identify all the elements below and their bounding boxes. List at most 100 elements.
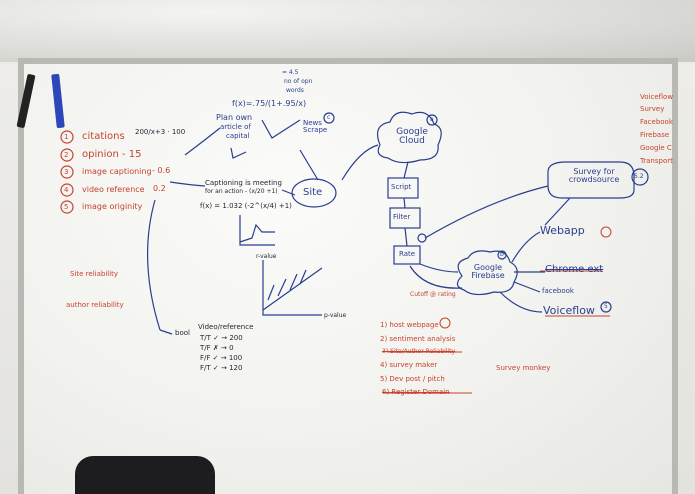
factor-circle-5 [60, 200, 74, 214]
factor-circle-4 [60, 183, 74, 197]
todo-2: 2) sentiment analysis [380, 335, 456, 343]
factor-label-3: image captioning [82, 167, 152, 176]
factor-num-5: 5 [64, 203, 69, 211]
right-list-1: Voiceflow [640, 93, 674, 101]
graph1-axes [239, 215, 275, 246]
factor-label-4: video reference [82, 185, 145, 194]
factor-formula-1: 200/x+3 · 100 [135, 128, 186, 136]
factor-num-4: 4 [64, 186, 69, 194]
whiteboard [24, 64, 672, 494]
right-list-6: Transport [640, 157, 673, 165]
check-mark [261, 119, 301, 139]
cloud-to-script [403, 161, 409, 179]
top-formula: f(x)=.75/(1+.95/x) [232, 99, 307, 108]
survey-to-webapp [544, 197, 571, 226]
site-label: Site [303, 187, 323, 198]
factor-circle-3 [60, 165, 74, 179]
filter-to-rate [404, 227, 408, 247]
webapp-label: Webapp [540, 224, 585, 237]
voice-badge-circle [600, 301, 612, 313]
script-box [387, 177, 419, 199]
arrow-caption [169, 181, 206, 187]
news-badge-circle [323, 112, 335, 124]
script-label: Script [391, 183, 412, 191]
fb-to-voiceflow [499, 291, 543, 313]
cutoff-note: Cutoff @ rating [410, 291, 456, 298]
caption-note-1: Captioning is meeting [205, 179, 282, 187]
factor-label-2: opinion - 15 [82, 149, 142, 160]
fx-formula: f(x) = 1.032 (-2^(x/4) +1) [200, 202, 292, 210]
news-scrape-label: News Scrape [303, 119, 328, 134]
factor-formula-4: 0.2 [153, 184, 166, 193]
factor-circle-1 [60, 130, 74, 144]
bool-row-1: T/T ✓ → 200 [200, 334, 243, 342]
google-cloud-label: Google Cloud [396, 127, 428, 146]
survey-badge: 5.2 [634, 173, 644, 180]
factor-formula-3: - 0.6 [152, 166, 171, 175]
arrow-news-site [299, 149, 319, 181]
site-ellipse [291, 178, 337, 208]
firebase-shape [456, 250, 518, 296]
survey-badge-circle [631, 168, 649, 186]
arrow-opinion [184, 127, 221, 156]
webapp-red-circle [600, 226, 612, 238]
arrow-site-cloud [341, 144, 379, 181]
todo-3: 3) Site/Author Reliability [382, 348, 456, 355]
bool-row-4: F/T ✓ → 120 [200, 364, 243, 372]
tick-note-1: = 4.5 [282, 69, 299, 76]
cloud-badge: a [430, 116, 434, 123]
survey-to-filter [424, 185, 549, 239]
voice-badge: 5 [604, 303, 608, 310]
firebase-badge-circle [497, 250, 507, 260]
right-list-3: Facebook [640, 118, 673, 126]
todo-5: 5) Dev post / pitch [380, 375, 445, 383]
graph2-hatch [267, 269, 307, 301]
chrome-ext-label: Chrome ext [545, 264, 604, 275]
right-list-2: Survey [640, 105, 665, 113]
rate-to-firebase-2 [409, 265, 463, 289]
graph2-axes [262, 260, 322, 316]
fb-to-webapp [511, 231, 541, 263]
ceiling [0, 0, 695, 62]
voiceflow-label: Voiceflow [543, 304, 595, 317]
google-cloud-shape [377, 111, 442, 164]
script-to-filter [403, 197, 406, 209]
factor-num-1: 1 [64, 133, 69, 141]
plan-label-2: article of [220, 123, 251, 131]
graph1-curve [239, 223, 275, 243]
factor-label-1: citations [82, 131, 125, 142]
bool-row-2: T/F ✗ → 0 [200, 344, 234, 352]
arrow-caption-site [281, 189, 296, 196]
rate-label: Rate [399, 250, 416, 258]
todo-red-circle [439, 317, 451, 329]
office-chair [75, 456, 215, 494]
facebook-label: facebook [542, 287, 574, 295]
arrow-video-tip [159, 329, 173, 335]
survey-label: Survey for crowdsource [568, 167, 620, 184]
rate-to-firebase [419, 263, 459, 273]
arrow-video [147, 199, 161, 331]
bool-label: bool [175, 329, 190, 337]
graph-y-axis-label: r-value [256, 253, 277, 260]
survey-monkey-note: Survey monkey [496, 364, 551, 372]
bool-header: Video/reference [198, 323, 254, 331]
factor-num-2: 2 [64, 151, 69, 159]
fb-to-facebook [513, 281, 541, 293]
firebase-badge: b [500, 251, 504, 258]
right-list-5: Google C [640, 144, 672, 152]
right-list-4: Firebase [640, 131, 670, 139]
graph2-line [262, 267, 323, 311]
todo-1: 1) host webpage [380, 321, 439, 329]
graph-x-axis-label: p-value [324, 312, 347, 319]
factor-num-3: 3 [64, 168, 69, 176]
note-author-reliability: author reliability [66, 301, 124, 309]
caption-note-2: for an action - (x/20 +1) [205, 188, 278, 195]
filter-label: Filter [393, 213, 411, 221]
plan-label-1: Plan own [216, 113, 253, 122]
survey-box [547, 161, 635, 199]
small-check [230, 147, 247, 159]
todo-4: 4) survey maker [380, 361, 438, 369]
tick-note-3: words [286, 87, 304, 94]
